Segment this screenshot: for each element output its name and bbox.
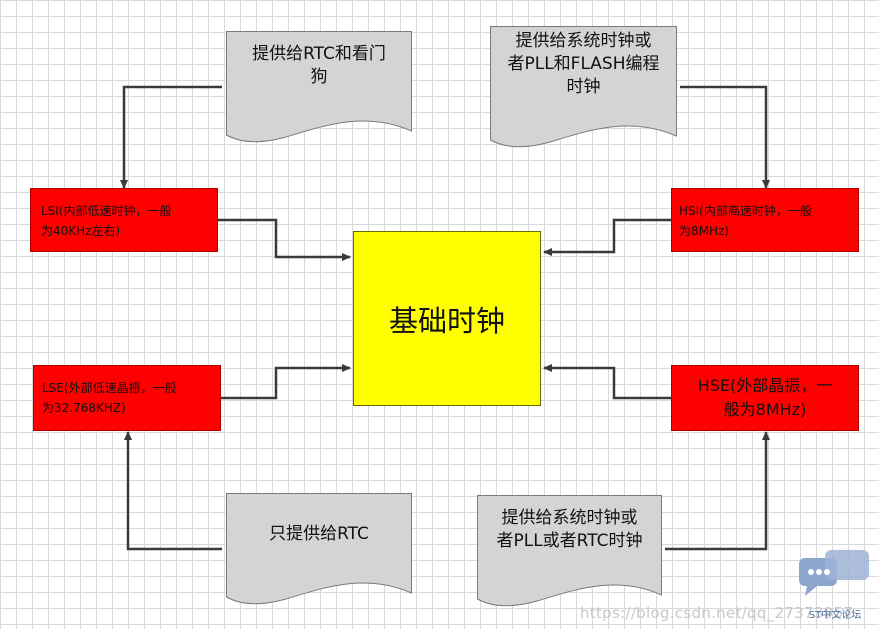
node-hsi: HSI(内部高速时钟，一般 为8MHz) [671,188,859,252]
note-lsi: 提供给RTC和看门 狗 [226,31,412,144]
node-lse: LSE(外部低速晶振，一般 为32.768KHZ) [33,365,221,431]
node-lsi: LSI(内部低速时钟，一般 为40KHz左右) [30,188,218,252]
note-text: 只提供给RTC [269,524,369,544]
edge-lsi-to-center [218,218,351,261]
edge-note-lsi-to-lsi [120,85,222,189]
note-hsi: 提供给系统时钟或 者PLL和FLASH编程 时钟 [490,26,677,150]
watermark-url: https://blog.csdn.net/qq_27373957 [580,604,854,622]
edge-lse-to-center [221,364,351,400]
edge-hsi-to-center [543,218,671,256]
watermark-badge-text: ST中文论坛 [808,610,862,621]
edge-note-hse-to-hse [665,431,770,551]
edge-note-lse-to-lse [124,431,222,551]
note-text: 提供给系统时钟或 者PLL或者RTC时钟 [496,508,643,551]
forum-logo-icon [799,550,869,596]
edge-hse-to-center [543,364,671,400]
node-hse: HSE(外部晶振，一 般为8MHz) [671,365,859,431]
node-label: LSI(内部低速时钟，一般 为40KHz左右) [41,204,172,238]
center-node-base-clock: 基础时钟 [353,231,541,406]
node-label: HSE(外部晶振，一 般为8MHz) [697,376,833,419]
edge-note-hsi-to-hsi [680,85,770,189]
document-shape [477,495,662,607]
note-text: 提供给系统时钟或 者PLL和FLASH编程 时钟 [507,31,660,97]
note-hse: 提供给系统时钟或 者PLL或者RTC时钟 [477,495,662,608]
document-shape [226,493,412,605]
note-lse: 只提供给RTC [226,493,412,606]
node-label: HSI(内部高速时钟，一般 为8MHz) [679,204,812,238]
note-text: 提供给RTC和看门 狗 [252,44,386,87]
center-label: 基础时钟 [388,303,505,338]
document-shape [490,26,677,148]
node-label: LSE(外部低速晶振，一般 为32.768KHZ) [42,381,177,415]
document-shape [226,31,412,143]
